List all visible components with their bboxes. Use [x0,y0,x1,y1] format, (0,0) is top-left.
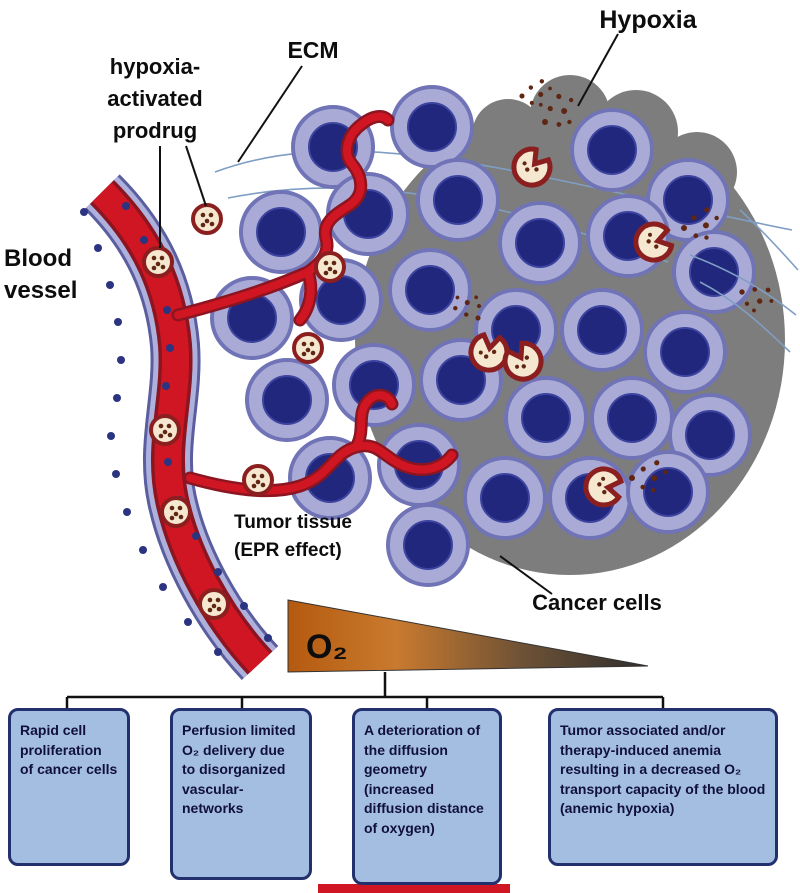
cancer-cell [626,450,710,534]
label-cancer-cells: Cancer cells [532,590,662,615]
factor-box-text: A deterioration of the diffusion geometr… [364,722,484,836]
cancer-cell [570,108,654,192]
cancer-cell [386,503,470,587]
label-tumor-tissue-line1: Tumor tissue [234,512,352,533]
cancer-cell [463,456,547,540]
prodrug-particle [292,332,324,364]
factor-box-proliferation: Rapid cell proliferation of cancer cells [8,708,130,866]
label-o2: O₂ [306,628,348,666]
prodrug-particle [191,203,223,235]
factor-box-text: Tumor associated and/or therapy-induced … [560,722,766,817]
blood-vessel [84,174,279,681]
cancer-cell [332,343,416,427]
ecm-fibers-front [689,209,799,353]
factor-box-anemia: Tumor associated and/or therapy-induced … [548,708,778,866]
label-blood-vessel-line1: Blood [4,245,72,272]
label-blood-vessel-line2: vessel [4,277,77,304]
cancer-cell [498,201,582,285]
cancer-cell [388,248,472,332]
o2-gradient-wedge [287,599,649,673]
prodrug-particle [198,588,230,620]
cancer-cell [643,310,727,394]
cancer-cell [390,85,474,169]
pointer-lines [159,33,619,595]
connector-bracket [65,672,665,712]
prodrug-particle [142,246,174,278]
cancer-cell [245,358,329,442]
factor-box-text: Rapid cell proliferation of cancer cells [20,722,118,778]
prodrug-particle [314,251,346,283]
factor-box-diffusion: A deterioration of the diffusion geometr… [352,708,502,885]
label-ecm: ECM [287,37,338,63]
cancer-cell [504,376,588,460]
label-tumor-tissue-line2: (EPR effect) [234,540,342,561]
factor-box-text: Perfusion limited O₂ delivery due to dis… [182,722,296,817]
label-prodrug-line1: hypoxia- [110,54,200,79]
cancer-cell [239,190,323,274]
cancer-cell [560,288,644,372]
label-prodrug-line3: prodrug [113,118,197,143]
cancer-cell [416,158,500,242]
label-hypoxia: Hypoxia [599,6,697,34]
bottom-red-bar [318,884,510,893]
cancer-cell [590,376,674,460]
prodrug-particle [242,464,274,496]
prodrug-particle [160,496,192,528]
label-prodrug-line2: activated [107,86,202,111]
cancer-cell [672,230,756,314]
factor-box-perfusion: Perfusion limited O₂ delivery due to dis… [170,708,312,880]
prodrug-particle [149,414,181,446]
